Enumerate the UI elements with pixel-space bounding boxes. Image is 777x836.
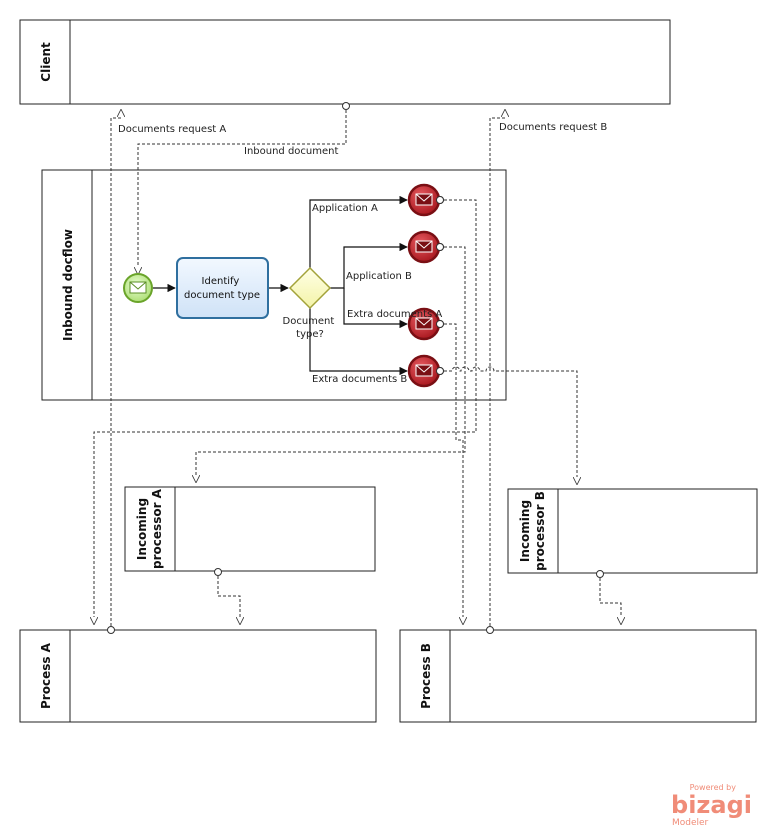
label-inbound-document: Inbound document: [244, 146, 338, 157]
pool-processor-b-label-1: Incoming: [518, 500, 532, 562]
envelope-icon: [415, 240, 433, 253]
message-flow-inbound-document[interactable]: [138, 102, 350, 275]
pool-process-b[interactable]: Process B: [399, 629, 757, 723]
pool-process-a-label: Process A: [39, 642, 53, 709]
task-identify-document-type[interactable]: Identify document type: [176, 257, 269, 319]
sequence-flows: [153, 195, 408, 376]
end-event-extra-documents-b[interactable]: [407, 354, 441, 388]
envelope-icon: [415, 193, 433, 206]
end-event-application-b[interactable]: [407, 230, 441, 264]
pool-processor-b-label-2: processor B: [533, 491, 547, 571]
start-message-event[interactable]: [123, 273, 153, 303]
label-extra-documents-a: Extra documents A: [347, 309, 442, 320]
task-label-line-1: Identify: [202, 276, 240, 287]
svg-text:Identify document type: Identify document type: [184, 276, 260, 301]
pool-incoming-processor-b[interactable]: Incoming processor B: [507, 488, 758, 574]
label-application-a: Application A: [312, 203, 378, 214]
message-flow-processor-a-to-process-a[interactable]: [214, 568, 241, 625]
label-documents-request-b: Documents request B: [499, 122, 607, 133]
svg-text:Document type?: Document type?: [283, 316, 338, 340]
gateway-label-line-1: Document: [283, 316, 335, 327]
envelope-icon: [415, 364, 433, 377]
task-label-line-2: document type: [184, 290, 260, 301]
pool-client[interactable]: Client: [19, 19, 671, 105]
modeler-label: Modeler: [672, 818, 709, 828]
message-flow-processor-b-to-process-b[interactable]: [596, 570, 622, 625]
pool-processor-a-label-1: Incoming: [135, 498, 149, 560]
pool-client-label: Client: [39, 42, 53, 82]
pool-incoming-processor-a[interactable]: Incoming processor A: [124, 486, 376, 572]
envelope-icon: [129, 281, 147, 294]
pool-inbound-docflow-label: Inbound docflow: [61, 229, 75, 341]
pool-process-b-label: Process B: [419, 643, 433, 709]
label-application-b: Application B: [346, 271, 412, 282]
label-extra-documents-b: Extra documents B: [312, 374, 407, 385]
pool-processor-a-label-2: processor A: [150, 488, 164, 569]
gateway-label-line-2: type?: [296, 329, 324, 340]
label-documents-request-a: Documents request A: [118, 124, 226, 135]
pool-process-a[interactable]: Process A: [19, 629, 377, 723]
gateway-document-type[interactable]: [288, 266, 332, 310]
message-flow-documents-request-a[interactable]: [107, 110, 122, 634]
envelope-icon: [415, 317, 433, 330]
end-event-application-a[interactable]: [407, 183, 441, 217]
bizagi-logo: Powered by bizagi Modeler: [671, 783, 752, 828]
bizagi-wordmark: bizagi: [671, 791, 752, 819]
message-flow-documents-request-b[interactable]: [486, 110, 506, 634]
powered-by-label: Powered by: [690, 783, 737, 792]
